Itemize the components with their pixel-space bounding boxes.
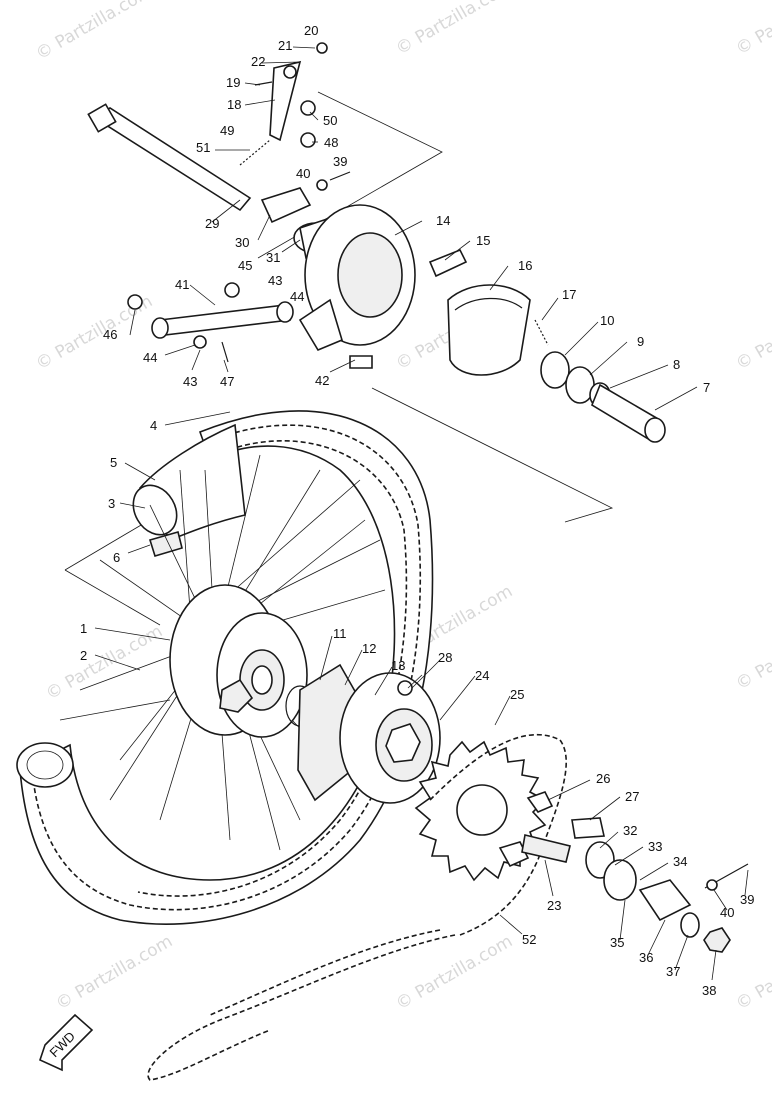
callout-19: 19 (226, 75, 240, 90)
callout-46: 46 (103, 327, 117, 342)
sprocket-carrier (297, 663, 441, 804)
callout-4: 4 (150, 418, 157, 433)
drive-chain (147, 734, 567, 1081)
callout-47: 47 (220, 374, 234, 389)
callout-11: 11 (333, 626, 347, 641)
callout-17: 17 (562, 287, 576, 302)
callout-23: 23 (547, 898, 561, 913)
callout-7: 7 (703, 380, 710, 395)
callout-16: 16 (518, 258, 532, 273)
callout-37: 37 (666, 964, 680, 979)
callout-labels: 1 2 3 4 5 6 7 8 9 10 11 12 13 14 15 16 1… (80, 23, 754, 998)
callout-51: 51 (196, 140, 210, 155)
callout-15: 15 (476, 233, 490, 248)
callout-1: 1 (80, 621, 87, 636)
watermark: © Partzilla.com (733, 0, 772, 59)
callout-50: 50 (323, 113, 337, 128)
callout-44: 44 (143, 350, 157, 365)
callout-2: 2 (80, 648, 87, 663)
callout-32: 32 (623, 823, 637, 838)
callout-26: 26 (596, 771, 610, 786)
callout-28: 28 (438, 650, 452, 665)
callout-44: 44 (290, 289, 304, 304)
callout-10: 10 (600, 313, 614, 328)
callout-31: 31 (266, 250, 280, 265)
callout-12: 12 (362, 641, 376, 656)
callout-38: 38 (702, 983, 716, 998)
watermark: © Partzilla.com (53, 931, 177, 1014)
callout-34: 34 (673, 854, 687, 869)
callout-6: 6 (113, 550, 120, 565)
watermark: © Partzilla.com (43, 621, 167, 704)
brake-assembly (87, 42, 666, 443)
callout-8: 8 (673, 357, 680, 372)
callout-21: 21 (278, 38, 292, 53)
callout-49: 49 (220, 123, 234, 138)
callout-41: 41 (175, 277, 189, 292)
callout-25: 25 (510, 687, 524, 702)
callout-45: 45 (238, 258, 252, 273)
callout-40: 40 (720, 905, 734, 920)
callout-3: 3 (108, 496, 115, 511)
watermark: © Partzilla.com (393, 0, 517, 59)
callout-22: 22 (251, 54, 265, 69)
callout-30: 30 (235, 235, 249, 250)
callout-42: 42 (315, 373, 329, 388)
callout-24: 24 (475, 668, 489, 683)
callout-33: 33 (648, 839, 662, 854)
fwd-arrow: FWD (39, 1013, 94, 1072)
watermark: © Partzilla.com (33, 0, 157, 64)
callout-40: 40 (296, 166, 310, 181)
watermark: © Partzilla.com (733, 611, 772, 694)
watermark: © Partzilla.com (393, 931, 517, 1014)
callout-52: 52 (522, 932, 536, 947)
callout-14: 14 (436, 213, 450, 228)
callout-27: 27 (625, 789, 639, 804)
axle-hardware (498, 791, 749, 953)
rear-tire (16, 410, 434, 925)
leader-lines (94, 46, 749, 981)
rear-hub (169, 584, 315, 738)
callout-5: 5 (110, 455, 117, 470)
callout-29: 29 (205, 216, 219, 231)
callout-13: 13 (391, 658, 405, 673)
callout-20: 20 (304, 23, 318, 38)
callout-39: 39 (740, 892, 754, 907)
callout-39: 39 (333, 154, 347, 169)
callout-36: 36 (639, 950, 653, 965)
callout-35: 35 (610, 935, 624, 950)
tube-and-band (132, 423, 246, 557)
callout-43: 43 (268, 273, 282, 288)
watermark: © Partzilla.com (733, 931, 772, 1014)
watermark: © Partzilla.com (733, 291, 772, 374)
callout-18: 18 (227, 97, 241, 112)
callout-48: 48 (324, 135, 338, 150)
callout-9: 9 (637, 334, 644, 349)
callout-43: 43 (183, 374, 197, 389)
